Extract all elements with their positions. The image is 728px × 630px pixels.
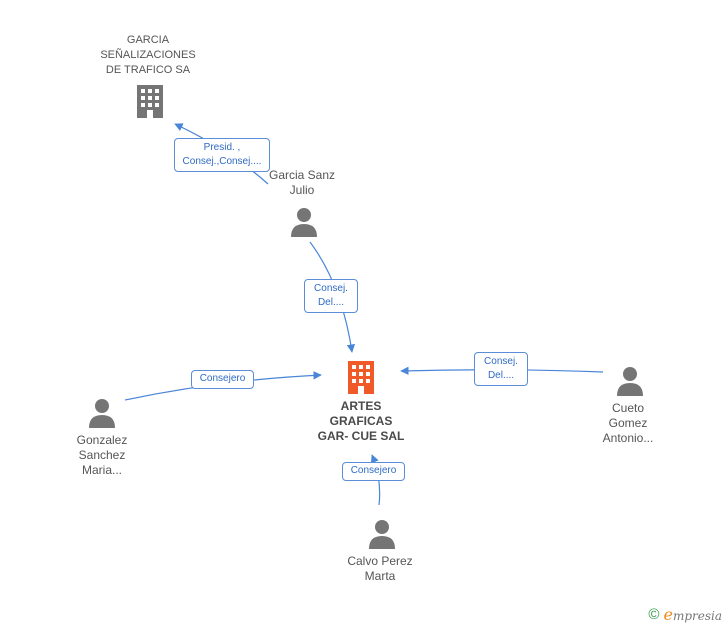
edge-label-consej-del-top[interactable]: Consej. Del....: [304, 279, 358, 313]
building-icon[interactable]: [135, 84, 165, 118]
person-icon[interactable]: [368, 519, 396, 549]
copyright-symbol: ©: [648, 606, 660, 623]
person-icon[interactable]: [616, 366, 644, 396]
brand-initial: e: [663, 605, 673, 624]
node-label-artes-graficas[interactable]: ARTES GRAFICAS GAR- CUE SAL: [317, 399, 405, 443]
edge-label-consejero-bottom[interactable]: Consejero: [342, 462, 405, 481]
edge-label-presid[interactable]: Presid. , Consej.,Consej....: [174, 138, 270, 172]
edge-label-consejero-left[interactable]: Consejero: [191, 370, 254, 389]
building-icon[interactable]: [346, 360, 376, 394]
node-label-gonzalez-sanchez[interactable]: Gonzalez Sanchez Maria...: [76, 433, 128, 477]
person-icon[interactable]: [290, 207, 318, 237]
node-label-garcia-senalizaciones[interactable]: GARCIA SEÑALIZACIONES DE TRAFICO SA: [100, 34, 196, 76]
footer-brand: © empresia: [648, 605, 722, 624]
node-label-cueto-gomez[interactable]: Cueto Gomez Antonio...: [602, 401, 654, 445]
person-icon[interactable]: [88, 398, 116, 428]
brand-name: mpresia: [672, 609, 722, 623]
brand-logo: empresia: [663, 605, 722, 624]
node-label-garcia-sanz[interactable]: Garcia Sanz Julio: [268, 168, 336, 197]
node-label-calvo-perez[interactable]: Calvo Perez Marta: [347, 554, 413, 583]
edge-label-consej-del-right[interactable]: Consej. Del....: [474, 352, 528, 386]
